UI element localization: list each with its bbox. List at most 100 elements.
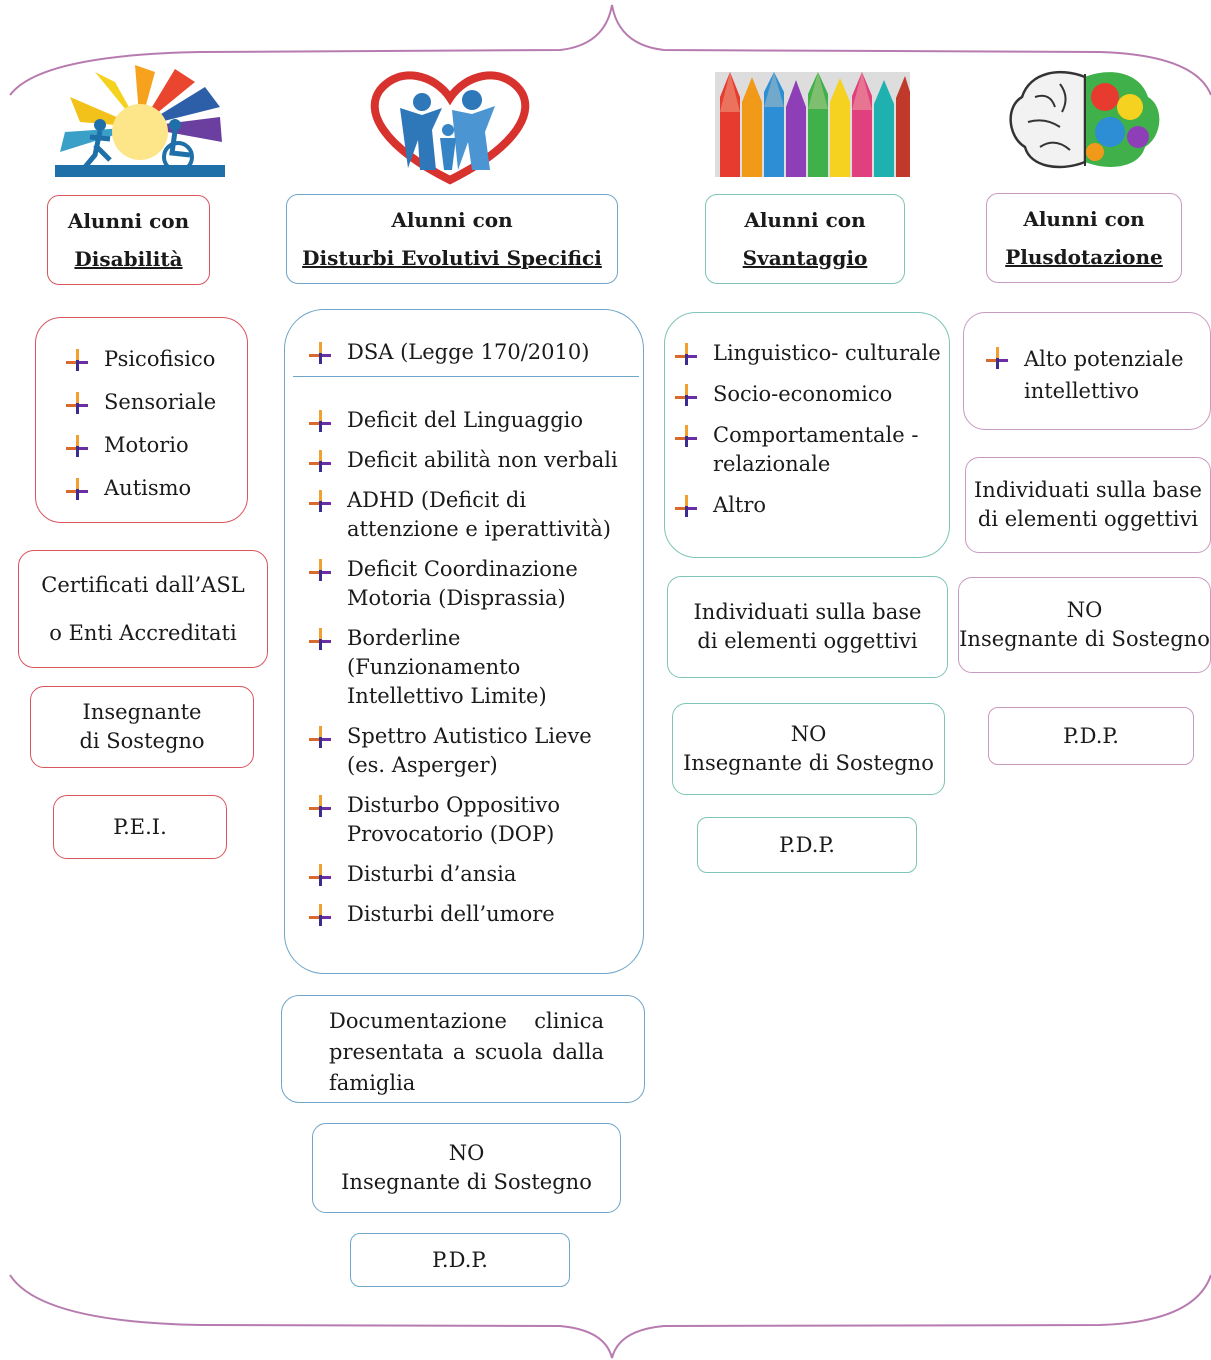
header-line2: Plusdotazione: [1005, 245, 1163, 269]
list-item: Borderline (Funzionamento Intellettivo L…: [307, 624, 632, 711]
identification-box: Individuati sulla base di elementi ogget…: [667, 576, 948, 678]
list-item-text: Disturbo Oppositivo Provocatorio (DOP): [347, 793, 560, 846]
list-item-text: Deficit del Linguaggio: [347, 408, 584, 432]
list-item-text: Comportamentale - relazionale: [713, 423, 919, 476]
list-item: Disturbi dell’umore: [307, 900, 632, 929]
plan-text: P.D.P.: [432, 1247, 488, 1272]
support-teacher-text: Insegnante di Sostegno: [683, 751, 934, 775]
list-item-text: Motorio: [104, 433, 189, 457]
no-label: NO: [790, 722, 827, 746]
plan-pdp-box: P.D.P.: [350, 1233, 570, 1287]
bullet-icon: [66, 349, 88, 371]
certification-box: Certificati dall’ASL o Enti Accreditati: [18, 550, 268, 668]
bullet-icon: [309, 559, 331, 581]
bullet-icon: [309, 450, 331, 472]
cert-line1: Certificati dall’ASL: [41, 573, 245, 597]
list-item: Motorio: [64, 424, 247, 467]
list-item-text: Disturbi d’ansia: [347, 862, 517, 886]
no-label: NO: [448, 1141, 485, 1165]
bullet-icon: [986, 347, 1008, 369]
list-item: Comportamentale - relazionale: [673, 421, 949, 479]
list-item-text: Alto potenziale intellettivo: [1024, 347, 1184, 403]
support-teacher-text: Insegnante di Sostegno: [79, 700, 205, 753]
list-item-text: Altro: [713, 493, 767, 517]
list-item-text: Deficit Coordinazione Motoria (Disprassi…: [347, 557, 578, 610]
bullet-icon: [675, 384, 697, 406]
list-item-text: Spettro Autistico Lieve (es. Asperger): [347, 724, 592, 777]
identification-box: Individuati sulla base di elementi ogget…: [965, 457, 1211, 553]
bullet-icon: [309, 904, 331, 926]
bullet-icon: [675, 343, 697, 365]
bullet-icon: [309, 490, 331, 512]
disability-sun-icon: [55, 65, 225, 177]
list-item-text: Psicofisico: [104, 347, 216, 371]
list-item: Deficit del Linguaggio: [307, 406, 632, 435]
identification-text: Individuati sulla base di elementi ogget…: [974, 478, 1202, 531]
no-label: NO: [1066, 598, 1103, 622]
identification-text: Individuati sulla base di elementi ogget…: [693, 600, 922, 653]
list-item: ADHD (Deficit di attenzione e iperattivi…: [307, 486, 632, 544]
list-item: Deficit abilità non verbali: [307, 446, 632, 475]
bullet-icon: [675, 495, 697, 517]
header-line2: Disabilità: [74, 247, 183, 271]
bullet-icon: [309, 726, 331, 748]
giftedness-box: Alto potenziale intellettivo: [963, 312, 1211, 430]
support-teacher-text: Insegnante di Sostegno: [959, 627, 1210, 651]
list-item-text: Autismo: [104, 476, 192, 500]
header-svantaggio: Alunni con Svantaggio: [705, 194, 905, 284]
plan-text: P.D.P.: [779, 832, 835, 857]
bullet-icon: [66, 392, 88, 414]
header-line1: Alunni con: [744, 208, 866, 232]
disadvantage-types-box: Linguistico- culturale Socio-economico C…: [664, 312, 950, 558]
no-support-teacher-box: NO Insegnante di Sostegno: [958, 577, 1211, 673]
dsa-text: DSA (Legge 170/2010): [347, 340, 590, 364]
header-line1: Alunni con: [67, 209, 190, 233]
list-item: DSA (Legge 170/2010): [307, 338, 627, 367]
header-plusdotazione: Alunni con Plusdotazione: [986, 193, 1182, 283]
cert-line2: o Enti Accreditati: [49, 621, 237, 645]
header-line1: Alunni con: [1023, 207, 1145, 231]
list-item: Spettro Autistico Lieve (es. Asperger): [307, 722, 632, 780]
list-item: Deficit Coordinazione Motoria (Disprassi…: [307, 555, 632, 613]
list-item: Autismo: [64, 467, 247, 510]
plan-text: P.D.P.: [1063, 723, 1119, 748]
header-line1: Alunni con: [391, 208, 513, 232]
family-heart-icon: [370, 71, 530, 185]
list-item-text: Borderline (Funzionamento Intellettivo L…: [347, 626, 547, 708]
bullet-icon: [66, 478, 88, 500]
bullet-icon: [66, 435, 88, 457]
list-item-text: Socio-economico: [713, 382, 893, 406]
list-item: Linguistico- culturale: [673, 339, 949, 368]
list-item-text: Disturbi dell’umore: [347, 902, 555, 926]
bullet-icon: [309, 864, 331, 886]
list-item-text: Sensoriale: [104, 390, 217, 414]
list-item: Disturbi d’ansia: [307, 860, 632, 889]
brain-icon: [1009, 70, 1160, 169]
header-line2: Disturbi Evolutivi Specifici: [302, 246, 602, 270]
bullet-icon: [309, 795, 331, 817]
support-teacher-box: Insegnante di Sostegno: [30, 686, 254, 768]
header-line2: Svantaggio: [742, 246, 868, 270]
plan-pdp-box: P.D.P.: [988, 707, 1194, 765]
divider: [293, 376, 639, 377]
list-item: Sensoriale: [64, 381, 247, 424]
list-item-text: Linguistico- culturale: [713, 341, 941, 365]
support-teacher-text: Insegnante di Sostegno: [341, 1170, 592, 1194]
plan-pdp-box: P.D.P.: [697, 817, 917, 873]
header-disabilita: Alunni con Disabilità: [47, 195, 210, 285]
bullet-icon: [309, 342, 331, 364]
list-item: Psicofisico: [64, 338, 247, 381]
list-item: Altro: [673, 491, 949, 520]
clinical-documentation-text: Documentazione clinica presentata a scuo…: [329, 1009, 604, 1095]
bullet-icon: [675, 425, 697, 447]
no-support-teacher-box: NO Insegnante di Sostegno: [312, 1123, 621, 1213]
header-disturbi-evolutivi: Alunni con Disturbi Evolutivi Specifici: [286, 194, 618, 284]
disability-types-box: Psicofisico Sensoriale Motorio Autismo: [35, 317, 248, 523]
bullet-icon: [309, 628, 331, 650]
colored-pencils-icon: [715, 72, 910, 177]
plan-text: P.E.I.: [113, 814, 167, 839]
list-item-text: Deficit abilità non verbali: [347, 448, 618, 472]
list-item: Disturbo Oppositivo Provocatorio (DOP): [307, 791, 632, 849]
specific-disorders-box: DSA (Legge 170/2010) Deficit del Linguag…: [284, 309, 644, 974]
